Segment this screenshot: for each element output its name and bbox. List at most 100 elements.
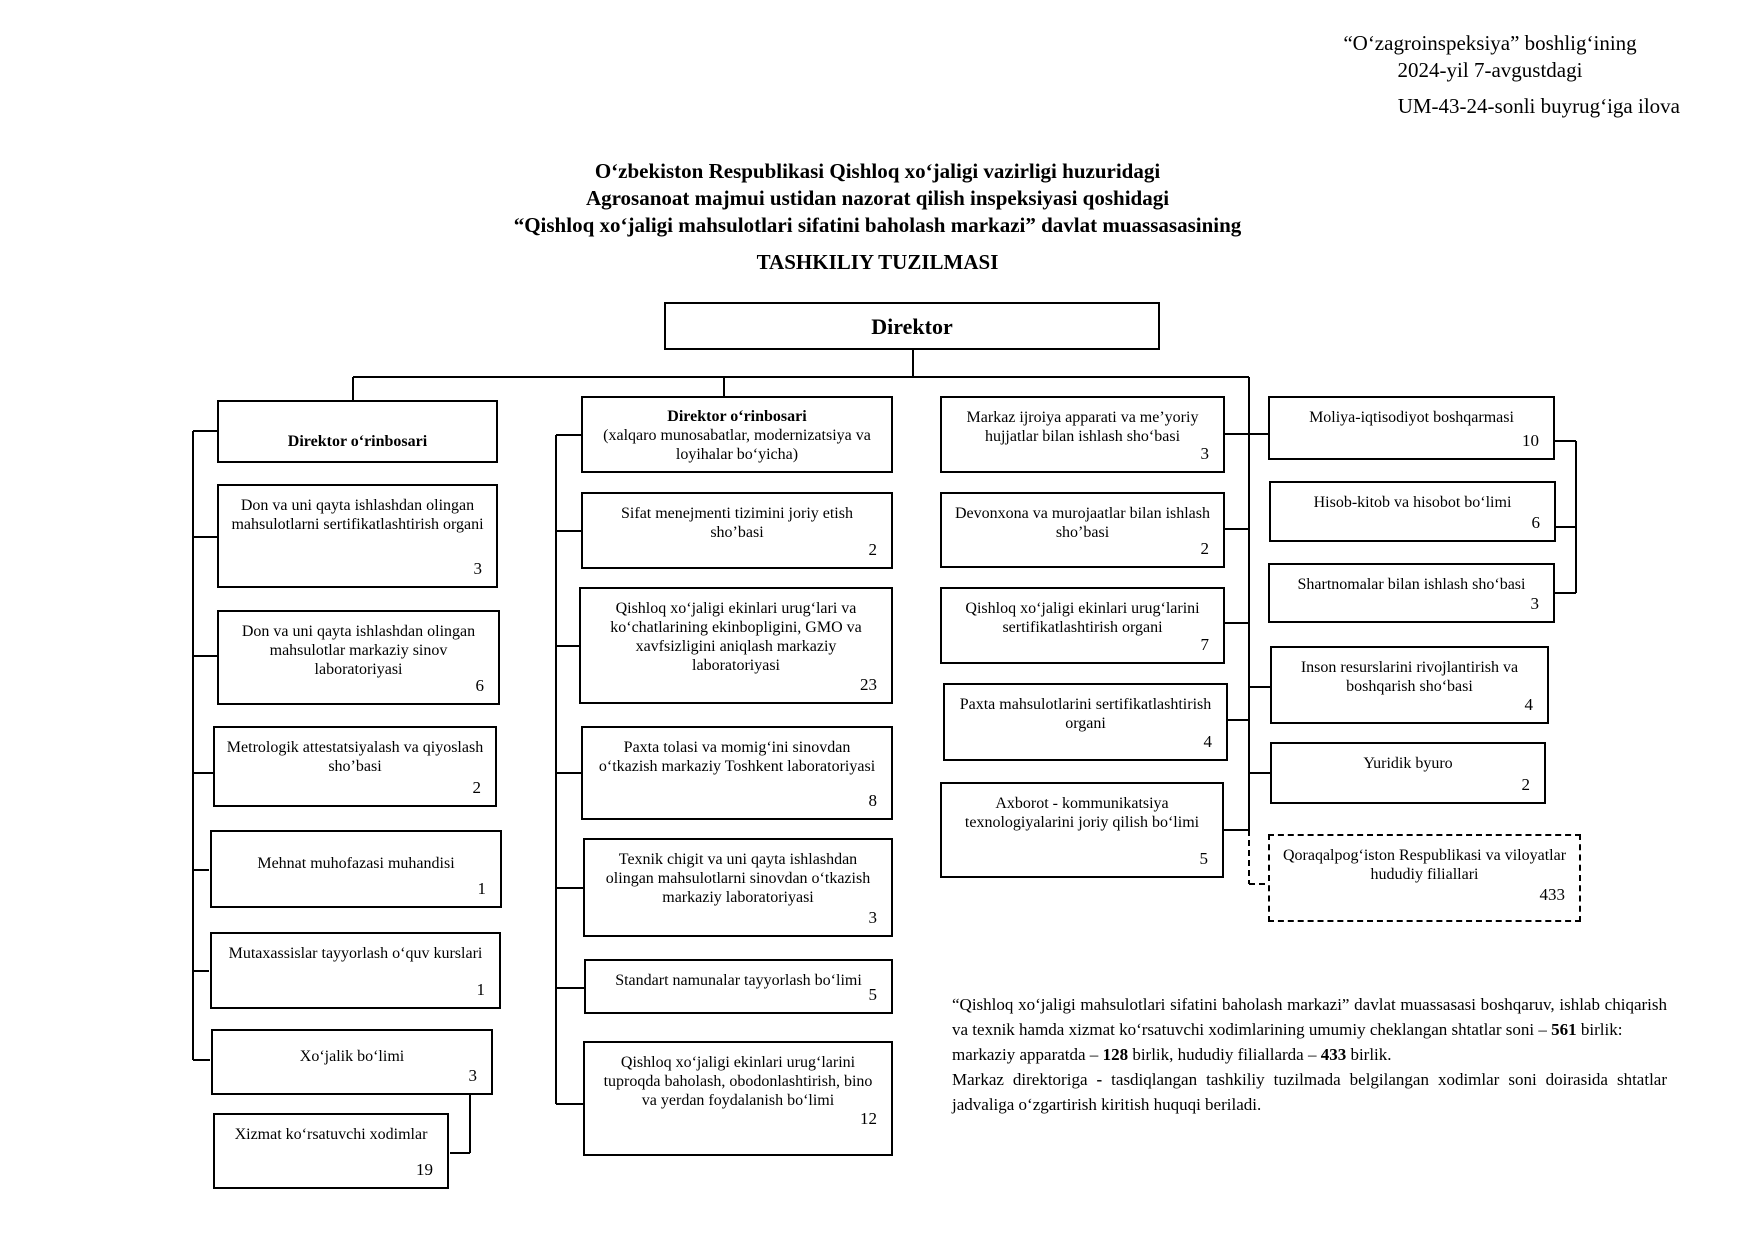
unit-staff-count: 3	[1530, 594, 1540, 613]
title-line-2: Agrosanoat majmui ustidan nazorat qilish…	[585, 186, 1170, 210]
approval-note: “O‘zagroinspeksiya” boshlig‘ining 2024-y…	[1300, 30, 1680, 120]
unit-staff-count: 6	[1531, 513, 1541, 532]
note-central-label: markaziy apparatda –	[952, 1045, 1099, 1064]
note-regional-label: birlik, hududiy filiallarda –	[1132, 1045, 1317, 1064]
unit-name: Don va uni qayta ishlashdan olingan mahs…	[231, 497, 484, 533]
unit-staff-count: 3	[468, 1066, 478, 1085]
unit-staff-count: 1	[477, 879, 487, 898]
deputy-director-2: Direktor o‘rinbosari (xalqaro munosabatl…	[581, 396, 893, 473]
unit-staff-count: 5	[868, 985, 878, 1004]
col4-unit-4: Inson resurslarini rivojlantirish va bos…	[1270, 646, 1549, 724]
col4-unit-2: Hisob-kitob va hisobot bo‘limi 6	[1269, 481, 1556, 542]
unit-name: Qishloq xo‘jaligi ekinlari urug‘larini s…	[965, 600, 1200, 636]
note-rights-text: tasdiqlangan tashkiliy tuzilmada belgila…	[952, 1070, 1668, 1114]
regional-branches-box: Qoraqalpog‘iston Respublikasi va viloyat…	[1268, 834, 1581, 922]
unit-staff-count: 2	[1521, 775, 1531, 794]
approval-line-1: “O‘zagroinspeksiya” boshlig‘ining	[1343, 31, 1637, 55]
col1-unit-3: Metrologik attestatsiyalash va qiyoslash…	[213, 726, 497, 807]
staffing-note: “Qishloq xo‘jaligi mahsulotlari sifatini…	[952, 992, 1667, 1117]
note-rights-label: Markaz direktoriga	[952, 1070, 1088, 1089]
director-label: Direktor	[871, 313, 953, 339]
col1-unit-4: Mehnat muhofazasi muhandisi 1	[210, 830, 502, 908]
unit-staff-count: 3	[1200, 444, 1210, 463]
col3-unit-1: Markaz ijroiya apparati va me’yoriy hujj…	[940, 396, 1225, 473]
unit-name: Texnik chigit va uni qayta ishlashdan ol…	[605, 851, 871, 906]
deputy-director-2-label: Direktor o‘rinbosari	[667, 408, 807, 425]
unit-staff-count: 3	[473, 559, 483, 578]
unit-staff-count: 7	[1200, 635, 1210, 654]
unit-staff-count: 5	[1199, 849, 1209, 868]
unit-name: Don va uni qayta ishlashdan olingan mahs…	[241, 623, 476, 678]
title-line-3: “Qishloq xo‘jaligi mahsulotlari sifatini…	[513, 213, 1242, 237]
col2-unit-2: Qishloq xo‘jaligi ekinlari urug‘lari va …	[579, 587, 893, 704]
title-main: TASHKILIY TUZILMASI	[756, 250, 999, 274]
note-rights-dash: -	[1096, 1070, 1103, 1089]
note-total-count: 561	[1551, 1020, 1577, 1039]
unit-name: Qishloq xo‘jaligi ekinlari urug‘larini t…	[603, 1054, 873, 1109]
approval-line-3: UM-43-24-sonli buyrug‘iga ilova	[1397, 94, 1680, 118]
col4-unit-5: Yuridik byuro 2	[1270, 742, 1546, 804]
col3-unit-5: Axborot - kommunikatsiya texnologiyalari…	[940, 782, 1224, 878]
unit-name: Devonxona va murojaatlar bilan ishlash s…	[954, 505, 1211, 541]
unit-name: Standart namunalar tayyorlash bo‘limi	[615, 972, 862, 989]
note-total-text: “Qishloq xo‘jaligi mahsulotlari sifatini…	[952, 995, 1667, 1039]
unit-name: Hisob-kitob va hisobot bo‘limi	[1313, 494, 1512, 511]
unit-staff-count: 8	[868, 791, 878, 810]
unit-staff-count: 433	[1539, 885, 1566, 904]
unit-name: Mutaxassislar tayyorlash o‘quv kurslari	[228, 945, 483, 962]
note-paragraph-2: markaziy apparatda – 128 birlik, hududiy…	[952, 1042, 1667, 1067]
unit-staff-count: 3	[868, 908, 878, 927]
unit-staff-count: 12	[860, 1109, 877, 1128]
unit-staff-count: 2	[472, 778, 482, 797]
unit-staff-count: 10	[1522, 431, 1539, 450]
col3-unit-2: Devonxona va murojaatlar bilan ishlash s…	[940, 492, 1225, 568]
unit-name: Xizmat ko‘rsatuvchi xodimlar	[234, 1126, 428, 1143]
col1-unit-6: Xo‘jalik bo‘limi 3	[211, 1029, 493, 1095]
unit-name: Mehnat muhofazasi muhandisi	[257, 855, 455, 872]
note-paragraph-1: “Qishloq xo‘jaligi mahsulotlari sifatini…	[952, 992, 1667, 1042]
unit-name: Markaz ijroiya apparati va me’yoriy hujj…	[966, 409, 1199, 445]
col2-unit-4: Texnik chigit va uni qayta ishlashdan ol…	[583, 838, 893, 937]
deputy-director-1: Direktor o‘rinbosari	[217, 400, 498, 463]
col2-unit-3: Paxta tolasi va momig‘ini sinovdan o‘tka…	[581, 726, 893, 820]
director-box: Direktor	[664, 302, 1160, 350]
unit-name: Inson resurslarini rivojlantirish va bos…	[1300, 659, 1519, 695]
col2-unit-6: Qishloq xo‘jaligi ekinlari urug‘larini t…	[583, 1041, 893, 1156]
unit-staff-count: 2	[1200, 539, 1210, 558]
unit-staff-count: 19	[416, 1160, 433, 1179]
unit-name: Paxta mahsulotlarini sertifikatlashtiris…	[959, 696, 1212, 732]
unit-name: Qishloq xo‘jaligi ekinlari urug‘lari va …	[610, 600, 862, 674]
deputy-director-1-label: Direktor o‘rinbosari	[287, 433, 428, 450]
unit-staff-count: 6	[475, 676, 485, 695]
unit-name: Paxta tolasi va momig‘ini sinovdan o‘tka…	[598, 739, 876, 775]
unit-name: Qoraqalpog‘iston Respublikasi va viloyat…	[1282, 847, 1567, 883]
deputy-director-2-scope: (xalqaro munosabatlar, modernizatsiya va…	[603, 427, 871, 463]
unit-name: Sifat menejmenti tizimini joriy etish sh…	[621, 505, 853, 541]
note-total-unit: birlik:	[1580, 1020, 1623, 1039]
col2-unit-5: Standart namunalar tayyorlash bo‘limi 5	[584, 959, 893, 1014]
unit-name: Yuridik byuro	[1363, 755, 1453, 772]
col2-unit-1: Sifat menejmenti tizimini joriy etish sh…	[581, 492, 893, 569]
col1-unit-5: Mutaxassislar tayyorlash o‘quv kurslari …	[210, 932, 501, 1009]
approval-line-2: 2024-yil 7-avgustdagi	[1397, 58, 1583, 82]
col3-unit-4: Paxta mahsulotlarini sertifikatlashtiris…	[943, 683, 1228, 761]
title-line-1: O‘zbekiston Respublikasi Qishloq xo‘jali…	[594, 159, 1161, 183]
unit-name: Metrologik attestatsiyalash va qiyoslash…	[226, 739, 484, 775]
unit-staff-count: 4	[1203, 732, 1213, 751]
col1-unit-7: Xizmat ko‘rsatuvchi xodimlar 19	[213, 1113, 449, 1189]
unit-staff-count: 23	[860, 675, 877, 694]
unit-name: Shartnomalar bilan ishlash sho‘basi	[1297, 576, 1526, 593]
unit-staff-count: 1	[476, 980, 486, 999]
unit-staff-count: 4	[1524, 695, 1534, 714]
document-title: O‘zbekiston Respublikasi Qishloq xo‘jali…	[0, 158, 1755, 276]
unit-name: Xo‘jalik bo‘limi	[299, 1048, 405, 1065]
col1-unit-2: Don va uni qayta ishlashdan olingan mahs…	[217, 610, 500, 705]
unit-name: Moliya-iqtisodiyot boshqarmasi	[1309, 409, 1514, 426]
note-central-count: 128	[1102, 1045, 1129, 1064]
note-paragraph-3: Markaz direktoriga - tasdiqlangan tashki…	[952, 1067, 1667, 1117]
col4-unit-1: Moliya-iqtisodiyot boshqarmasi 10	[1268, 396, 1555, 460]
col1-unit-1: Don va uni qayta ishlashdan olingan mahs…	[217, 484, 498, 588]
note-regional-unit: birlik.	[1350, 1045, 1392, 1064]
col4-unit-3: Shartnomalar bilan ishlash sho‘basi 3	[1268, 563, 1555, 623]
